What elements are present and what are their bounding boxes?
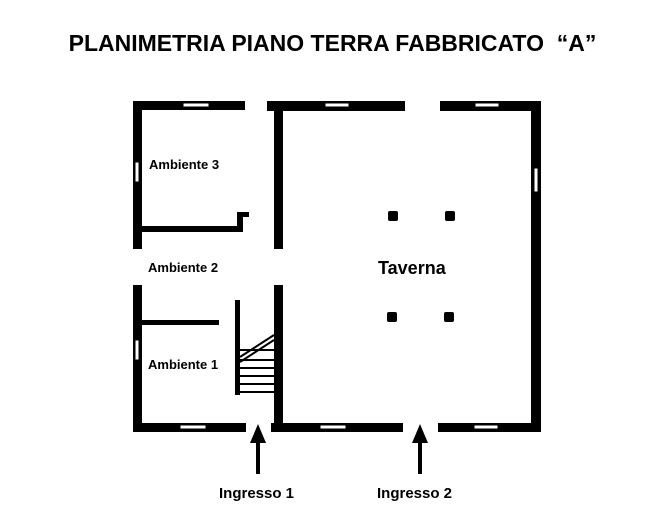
wall-amb3-bottom <box>142 226 242 232</box>
arrow-up-icon <box>250 424 266 474</box>
window <box>319 424 347 430</box>
room-label-ambiente3: Ambiente 3 <box>149 157 220 172</box>
wall-divider-lower <box>274 285 283 432</box>
room-label-ambiente2: Ambiente 2 <box>148 260 219 275</box>
room-label-ambiente1: Ambiente 1 <box>148 357 219 372</box>
wall-amb1-partition <box>142 320 219 325</box>
window <box>134 161 140 183</box>
room-label-taverna: Taverna <box>378 258 446 278</box>
window <box>533 167 539 193</box>
pillar <box>388 211 398 221</box>
window <box>473 424 499 430</box>
plan-title: PLANIMETRIA PIANO TERRA FABBRICATO “A” <box>68 30 597 56</box>
window <box>179 424 207 430</box>
wall-amb3-stub-top <box>237 212 249 217</box>
pillar <box>445 211 455 221</box>
stair-wall <box>235 300 240 395</box>
pillar <box>444 312 454 322</box>
staircase <box>239 334 275 393</box>
window <box>324 102 350 108</box>
arrow-up-icon <box>412 424 428 474</box>
wall-taverna-right <box>531 101 541 432</box>
window <box>134 339 140 361</box>
window <box>182 102 210 108</box>
entrance-label-ingresso1: Ingresso 1 <box>219 485 295 502</box>
window <box>474 102 500 108</box>
entrance-label-ingresso2: Ingresso 2 <box>377 485 453 502</box>
pillar <box>387 312 397 322</box>
wall-divider-upper <box>274 101 283 249</box>
wall-amb3-stub <box>237 212 243 232</box>
